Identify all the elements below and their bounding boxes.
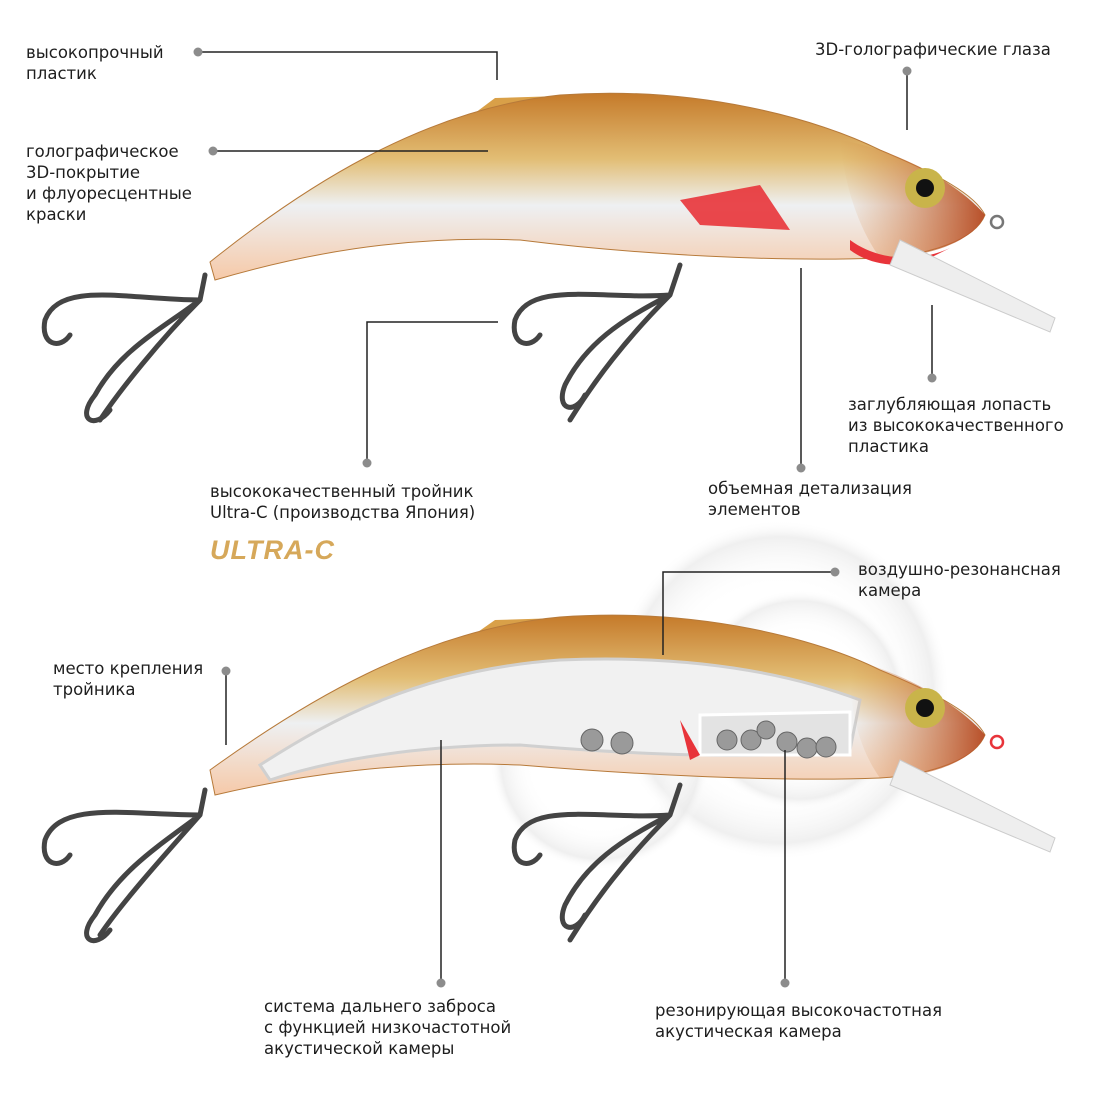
callout-coating: голографическое 3D-покрытие и флуоресцен…	[26, 142, 192, 224]
treble-hook-icon	[41, 787, 208, 944]
pectoral-fin	[680, 185, 790, 230]
callout-plastic: высокопрочный пластик	[26, 43, 164, 83]
treble-hook-icon	[511, 782, 683, 943]
treble-hook-icon	[511, 262, 683, 423]
ultra-c-logo: ULTRA-C	[210, 535, 335, 565]
callout-hook-mount: место крепления тройника	[53, 659, 204, 699]
callout-lip: заглубляющая лопасть из высококачественн…	[848, 395, 1064, 456]
callout-hook: высококачественный тройник Ultra-C (прои…	[210, 482, 476, 522]
rattle-balls	[580, 720, 837, 759]
callout-detail: объемная детализация элементов	[708, 479, 912, 519]
diving-lip	[889, 239, 1056, 333]
treble-hook-icon	[41, 272, 208, 424]
callout-casting-system: система дальнего заброса с функцией низк…	[264, 997, 512, 1058]
lure-body	[209, 92, 986, 281]
callout-air-chamber: воздушно-резонансная камера	[858, 560, 1061, 600]
callout-eyes: 3D-голографические глаза	[815, 40, 1051, 59]
callout-hf-chamber: резонирующая высокочастотная акустическа…	[655, 1001, 943, 1041]
